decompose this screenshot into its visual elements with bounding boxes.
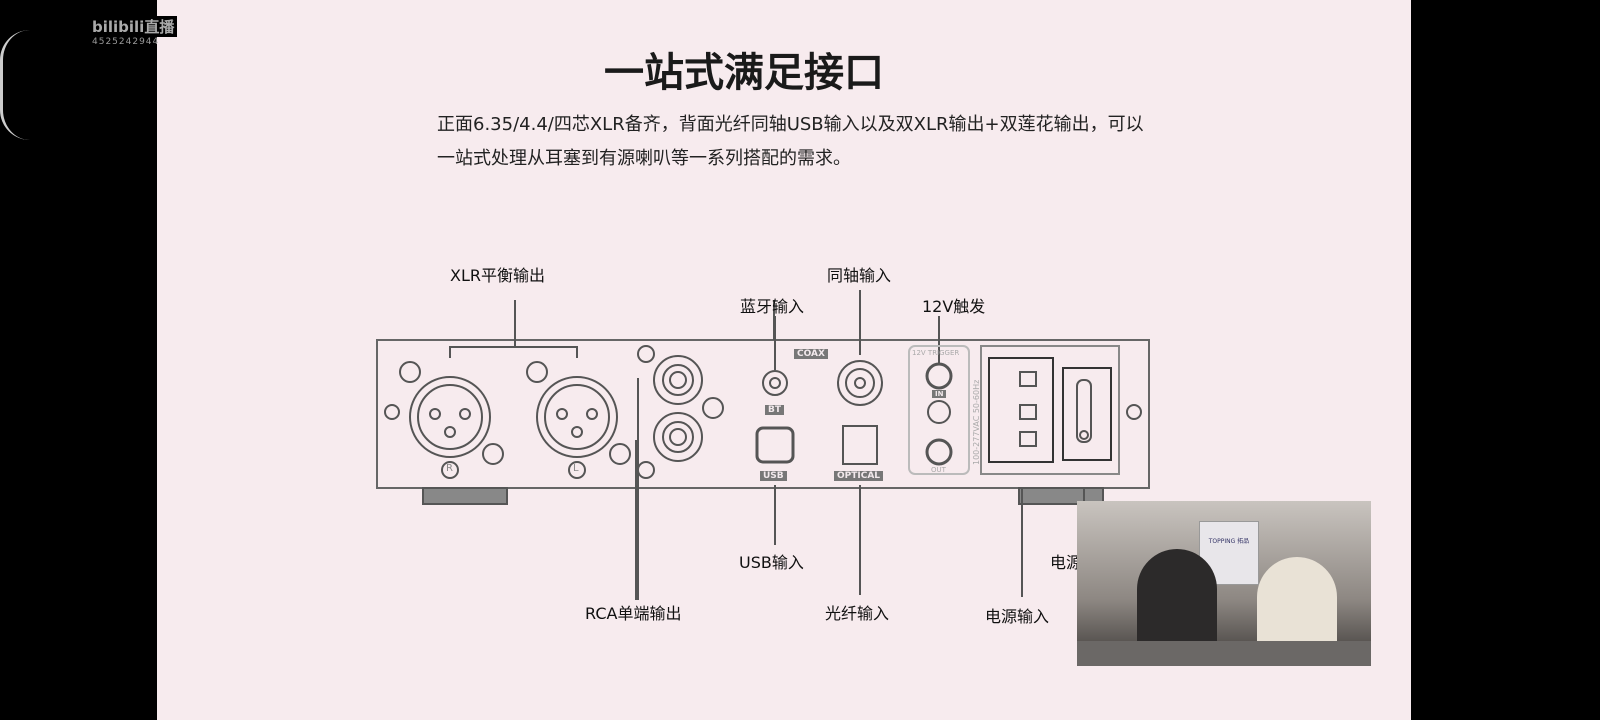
- slide: 一站式满足接口 正面6.35/4.4/四芯XLR备齐，背面光纤同轴USB输入以及…: [157, 0, 1411, 720]
- label-power: 电源: [1050, 553, 1083, 572]
- xlr-connectors: [384, 361, 631, 479]
- panel-l: L: [573, 463, 579, 474]
- streamer-video-inset: TOPPING 拓品: [1077, 501, 1371, 666]
- panel-bt: BT: [765, 405, 784, 415]
- label-power-input: 电源输入: [985, 607, 1050, 626]
- label-rca-output: RCA单端输出: [585, 604, 682, 623]
- panel-usb: USB: [760, 471, 787, 481]
- label-optical-input: 光纤输入: [825, 604, 890, 623]
- slide-title: 一站式满足接口: [604, 50, 884, 96]
- brand-sign-text: TOPPING 拓品: [1208, 538, 1250, 545]
- label-12v-trigger: 12V触发: [922, 297, 986, 316]
- rca-connectors: [637, 345, 724, 479]
- bilibili-logo: bilibili直播: [92, 16, 178, 37]
- label-coax-input: 同轴输入: [827, 266, 892, 285]
- panel-coax: COAX: [794, 349, 828, 359]
- side-edge-arc: [0, 30, 33, 140]
- panel-optical: OPTICAL: [834, 471, 884, 481]
- rear-panel-diagram: [376, 290, 1150, 600]
- panel-r: R: [446, 463, 453, 474]
- label-xlr-output: XLR平衡输出: [450, 266, 545, 285]
- label-bluetooth-input: 蓝牙输入: [740, 297, 805, 316]
- room-id: 4525242944: [92, 37, 160, 47]
- panel-in: IN: [932, 390, 947, 398]
- panel-trigger: 12V TRIGGER: [912, 349, 960, 357]
- label-usb-input: USB输入: [739, 553, 804, 572]
- desk: [1077, 641, 1371, 666]
- panel-ac-rating: 100-277VAC 50-60Hz: [972, 379, 981, 465]
- panel-out: OUT: [931, 466, 946, 474]
- slide-description: 正面6.35/4.4/四芯XLR备齐，背面光纤同轴USB输入以及双XLR输出+双…: [437, 114, 1144, 169]
